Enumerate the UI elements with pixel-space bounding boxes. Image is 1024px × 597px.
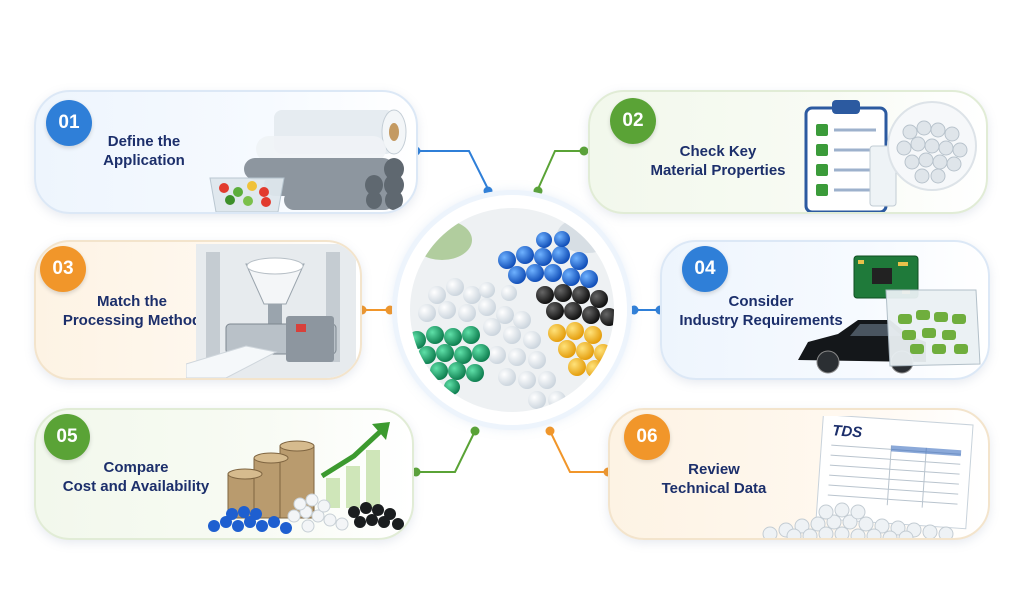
step-title: Consider Industry Requirements xyxy=(662,292,860,330)
step-title-line1: Consider xyxy=(728,293,794,310)
step-card-06[interactable]: 06 Review Technical Data TDS xyxy=(608,408,990,540)
connector-05 xyxy=(416,430,476,473)
step-title-line1: Match the xyxy=(96,293,167,310)
step-title: Check Key Material Properties xyxy=(618,142,818,180)
coins-pellets-growth-illustration xyxy=(208,422,404,534)
step-title-line2: Application xyxy=(103,152,185,169)
step-title: Review Technical Data xyxy=(634,460,794,498)
connector-dot xyxy=(470,426,480,436)
connector-01 xyxy=(416,150,489,190)
step-title-line1: Define the xyxy=(107,133,181,150)
technical-data-sheet-illustration: TDS xyxy=(762,416,974,538)
connector-dot xyxy=(545,426,555,436)
step-title-line2: Technical Data xyxy=(661,480,767,497)
step-number-badge: 02 xyxy=(610,98,656,144)
checklist-clipboard-illustration xyxy=(804,100,977,212)
step-title-line1: Review xyxy=(688,461,740,478)
step-title: Compare Cost and Availability xyxy=(48,458,224,496)
step-card-05[interactable]: 05 Compare Cost and Availability xyxy=(34,408,414,540)
step-title-line2: Processing Method xyxy=(62,312,202,329)
packaging-film-pipes-illustration xyxy=(209,109,407,212)
step-card-01[interactable]: 01 Define the Application xyxy=(34,90,418,214)
step-number-badge: 01 xyxy=(46,100,92,146)
step-title: Define the Application xyxy=(84,132,204,170)
central-pellets-image xyxy=(397,195,627,425)
step-number-badge: 03 xyxy=(40,246,86,292)
connector-06 xyxy=(549,430,608,473)
step-title-line1: Check Key xyxy=(679,143,757,160)
step-card-03[interactable]: 03 Match the Processing Method xyxy=(34,240,362,380)
connector-dot xyxy=(579,146,589,156)
step-card-02[interactable]: 02 Check Key Material Properties xyxy=(588,90,988,214)
connector-dot xyxy=(483,186,493,196)
extruder-machine-illustration xyxy=(186,244,356,378)
tds-label: TDS xyxy=(832,422,863,441)
step-title-line2: Industry Requirements xyxy=(679,312,843,329)
circuit-car-container-illustration xyxy=(798,255,981,374)
connector-dot xyxy=(533,186,543,196)
connector-dot xyxy=(629,305,639,315)
step-number-badge: 04 xyxy=(682,246,728,292)
step-number-badge: 05 xyxy=(44,414,90,460)
step-title-line2: Cost and Availability xyxy=(62,478,210,495)
step-number-badge: 06 xyxy=(624,414,670,460)
step-card-04[interactable]: 04 Consider Industry Requirements xyxy=(660,240,990,380)
connector-dot xyxy=(385,305,395,315)
step-title-line1: Compare xyxy=(103,459,169,476)
step-title: Match the Processing Method xyxy=(50,292,214,330)
step-title-line2: Material Properties xyxy=(650,162,786,179)
connector-02 xyxy=(537,150,584,190)
